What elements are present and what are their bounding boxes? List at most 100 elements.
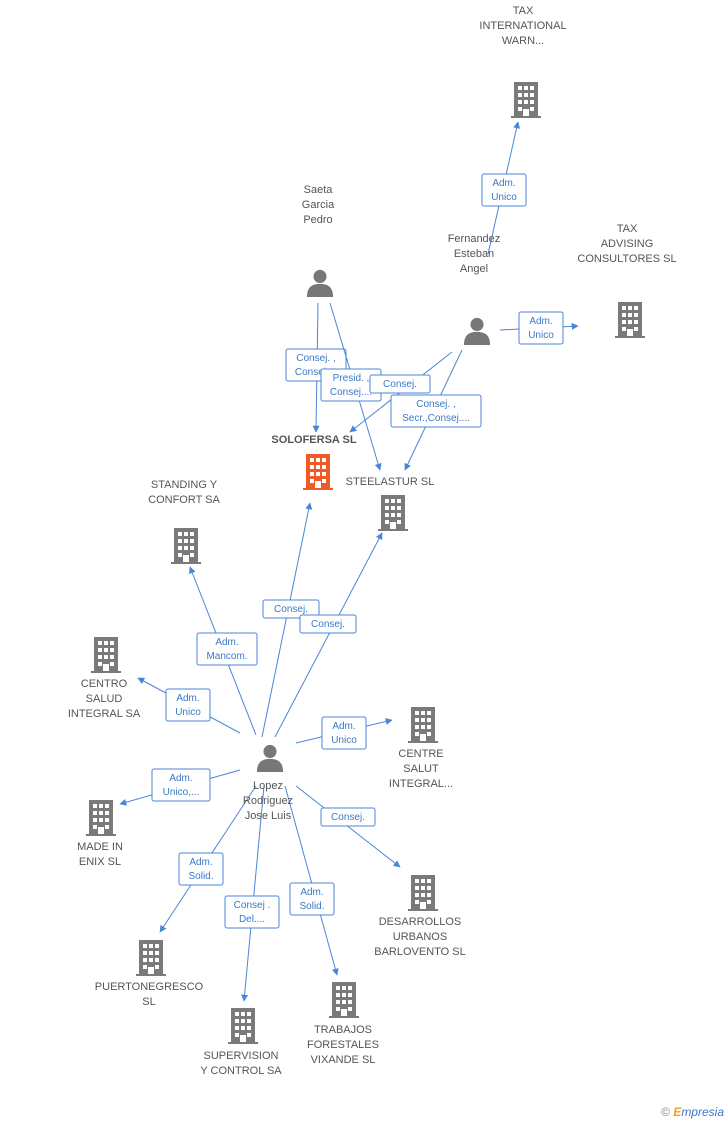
edge-label-text: Unico [491, 192, 517, 203]
edge-label-text: Adm. [215, 637, 238, 648]
edge-line [274, 532, 383, 738]
node-solofersa[interactable]: SOLOFERSA SL [271, 434, 357, 490]
edge-label-text: Adm. [189, 857, 212, 868]
node-label-line: ENIX SL [79, 856, 121, 868]
edge-lopez-to-trabajos: Adm. Solid. [284, 785, 339, 976]
edge-label-text: Solid. [188, 871, 213, 882]
edge-lopez-to-centro_salud: Adm.Unico [137, 677, 241, 734]
building-icon [86, 800, 116, 836]
node-label-line: SOLOFERSA SL [271, 434, 356, 446]
edge-label-text: Adm. [492, 178, 515, 189]
node-label-line: TAX [513, 5, 534, 17]
edge-label-box[interactable] [289, 882, 335, 916]
node-label-line: CENTRE [398, 748, 443, 760]
building-icon [511, 82, 541, 118]
edge-label-text: Consej. , [416, 399, 455, 410]
building-icon [329, 982, 359, 1018]
node-label-line: SALUD [86, 693, 123, 705]
edge-label-text: Unico,... [163, 787, 200, 798]
edge-line [284, 785, 339, 976]
building-icon [378, 495, 408, 531]
node-label-line: INTEGRAL SA [68, 708, 141, 720]
edge-label-box[interactable] [518, 311, 564, 345]
edge-label-box[interactable] [481, 173, 527, 207]
edge-label-box[interactable] [196, 632, 258, 666]
edge-fernandez-to-solofersa: Consej. [349, 351, 453, 433]
edge-label-box[interactable] [321, 716, 367, 750]
edge-lopez-to-puertonegresco: Adm. Solid. [159, 785, 257, 933]
edge-lopez-to-steelastur: Consej. [274, 532, 383, 738]
edge-label-text: Unico [175, 707, 201, 718]
node-label-line: Garcia [302, 199, 335, 211]
node-label-line: SUPERVISION [204, 1050, 279, 1062]
node-label-line: CONFORT SA [148, 494, 220, 506]
node-label-line: Rodriguez [243, 795, 293, 807]
brand-logo-text: mpresia [681, 1105, 724, 1119]
node-label-line: SL [142, 996, 155, 1008]
edge-label-text: Consej.... [330, 387, 372, 398]
edge-lopez-to-centre_salut: Adm.Unico [295, 716, 393, 750]
node-centre_salut[interactable]: CENTRE SALUT INTEGRAL... [389, 707, 453, 790]
edge-fernandez-to-tax_int: Adm. Unico [481, 121, 527, 255]
edge-line [241, 785, 265, 1002]
edge-label-box[interactable] [390, 394, 482, 428]
edge-label-text: Secr.,Consej.... [402, 413, 470, 424]
edge-fernandez-to-steelastur: Consej. , Secr.,Consej.... [390, 349, 482, 471]
person-icon [463, 317, 491, 345]
edge-label-box[interactable] [369, 374, 431, 394]
edge-label-box[interactable] [178, 852, 224, 886]
edge-label-text: Adm. [300, 887, 323, 898]
edge-label-box[interactable] [320, 807, 376, 827]
edge-label-text: Adm. [332, 721, 355, 732]
building-icon [136, 940, 166, 976]
edge-lopez-to-standing: Adm.Mancom. [189, 566, 258, 736]
node-label-line: BARLOVENTO SL [374, 946, 466, 958]
node-label-line: FORESTALES [307, 1039, 379, 1051]
node-label-line: CONSULTORES SL [577, 253, 676, 265]
edge-label-text: Consej.... [295, 367, 337, 378]
edge-label-box[interactable] [262, 599, 320, 619]
node-label-line: INTEGRAL... [389, 778, 453, 790]
edge-label-box[interactable] [151, 768, 211, 802]
node-label-line: Fernandez [448, 233, 501, 245]
building-icon [303, 454, 333, 490]
edge-label-text: Presid. , [333, 373, 370, 384]
node-label-line: URBANOS [393, 931, 447, 943]
node-label-line: SALUT [403, 763, 439, 775]
person-icon [306, 269, 334, 297]
edge-lopez-to-made_enix: Adm. Unico,... [119, 768, 241, 806]
node-steelastur[interactable]: STEELASTUR SL [346, 476, 435, 531]
building-icon [615, 302, 645, 338]
edge-fernandez-to-tax_adv: Adm.Unico [499, 311, 579, 345]
person-icon [256, 744, 284, 772]
edge-label-box[interactable] [299, 614, 357, 634]
node-label-line: WARN... [502, 35, 544, 47]
edge-label-box[interactable] [224, 895, 280, 929]
building-icon [228, 1008, 258, 1044]
edge-label-box[interactable] [165, 688, 211, 722]
edge-saeta-to-solofersa: Consej. ,Consej.... [285, 302, 347, 433]
edge-line [261, 502, 313, 738]
node-label-line: ADVISING [601, 238, 654, 250]
edge-label-text: Adm. [169, 773, 192, 784]
nodes-layer: TAXINTERNATIONALWARN...SaetaGarciaPedroF… [68, 5, 677, 1077]
edge-label-text: Solid. [299, 901, 324, 912]
node-tax_int[interactable]: TAXINTERNATIONALWARN... [479, 5, 567, 118]
edge-saeta-to-steelastur: Presid. , Consej.... [320, 302, 382, 471]
node-label-line: MADE IN [77, 841, 123, 853]
edge-lopez-to-solofersa: Consej. [261, 502, 320, 738]
edge-label-text: Unico [528, 330, 554, 341]
node-made_enix[interactable]: MADE IN ENIX SL [77, 800, 123, 868]
